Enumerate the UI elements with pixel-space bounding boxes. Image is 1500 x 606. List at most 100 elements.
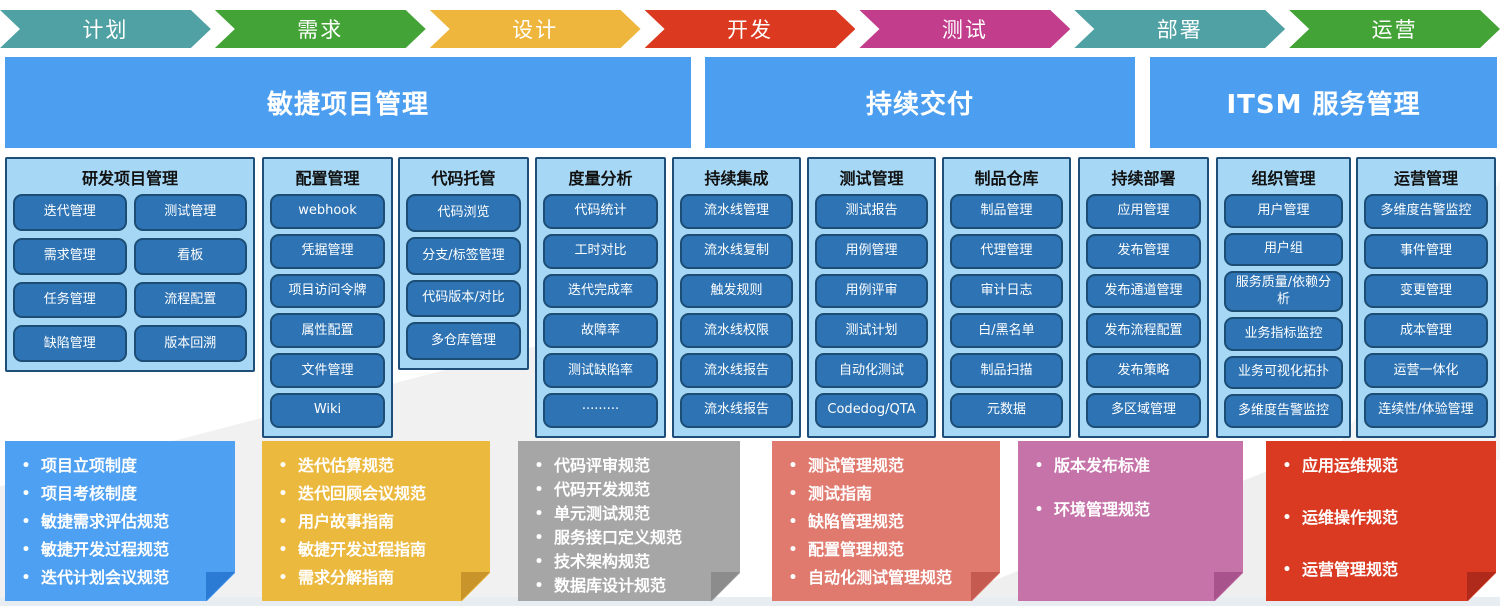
bullet-icon: • <box>21 458 31 474</box>
column-items: 流水线管理流水线复制触发规则流水线权限流水线报告流水线报告 <box>680 194 793 428</box>
bullet-icon: • <box>534 458 544 474</box>
feature-item: 版本回溯 <box>133 325 247 362</box>
sticky-note-2: •迭代估算规范•迭代回顾会议规范•用户故事指南•敏捷开发过程指南•需求分解指南 <box>262 441 490 601</box>
bullet-icon: • <box>534 482 544 498</box>
feature-item: ········· <box>543 393 658 428</box>
note-item-label: 单元测试规范 <box>554 504 651 523</box>
process-flow: 计划需求设计开发测试部署运营 <box>0 10 1500 48</box>
note-item: • 敏捷需求评估规范 <box>11 511 227 533</box>
bullet-icon: • <box>21 542 31 558</box>
feature-item: 用例管理 <box>815 233 928 269</box>
feature-item: 自动化测试 <box>815 353 928 389</box>
note-item: •迭代计划会议规范 <box>11 567 227 589</box>
feature-item: 文件管理 <box>270 353 385 389</box>
bullet-icon: • <box>21 514 31 530</box>
feature-item: 发布流程配置 <box>1086 313 1201 349</box>
section-header-1: 敏捷项目管理 <box>5 57 691 148</box>
note-item-label: 服务接口定义规范 <box>554 528 683 547</box>
feature-item: 看板 <box>133 237 247 275</box>
feature-item: 业务可视化拓扑 <box>1224 355 1343 390</box>
feature-item: 测试管理 <box>133 194 247 231</box>
note-item-label: 版本发布标准 <box>1054 456 1151 475</box>
bullet-icon: • <box>278 570 288 586</box>
feature-item: 迭代完成率 <box>543 273 658 309</box>
note-item: •缺陷管理规范 <box>778 511 992 533</box>
note-item-label: 运营管理规范 <box>1302 560 1399 579</box>
column-items: 应用管理发布管理发布通道管理发布流程配置发布策略多区域管理 <box>1086 194 1201 428</box>
feature-item: 制品扫描 <box>950 353 1063 389</box>
bullet-icon: • <box>788 486 798 502</box>
column-items: 多维度告警监控事件管理变更管理成本管理运营一体化连续性/体验管理 <box>1364 194 1488 428</box>
feature-item: webhook <box>270 194 385 229</box>
column-title: 运营管理 <box>1393 169 1458 188</box>
note-item: •用户故事指南 <box>268 511 482 533</box>
feature-item: 测试计划 <box>815 313 928 349</box>
process-step-label: 运营 <box>1371 18 1418 42</box>
note-item: • 项目考核制度 <box>11 483 227 505</box>
feature-item: 多维度告警监控 <box>1224 394 1343 429</box>
process-step-label: 需求 <box>297 18 344 42</box>
feature-item: 连续性/体验管理 <box>1364 393 1488 428</box>
note-item: •迭代估算规范 <box>268 455 482 477</box>
feature-item: 流水线报告 <box>680 393 793 428</box>
bullet-icon: • <box>1034 458 1044 474</box>
note-item: •运维操作规范 <box>1272 507 1488 529</box>
feature-item: 工时对比 <box>543 233 658 269</box>
note-item: •服务接口定义规范 <box>524 527 732 549</box>
feature-item: 代码浏览 <box>406 194 521 232</box>
note-item: •代码开发规范 <box>524 479 732 501</box>
note-item: •自动化测试管理规范 <box>778 567 992 589</box>
note-item-label: 迭代估算规范 <box>298 456 395 475</box>
note-item: •测试管理规范 <box>778 455 992 477</box>
note-item: •运营管理规范 <box>1272 559 1488 581</box>
note-item: •敏捷开发过程规范 <box>11 539 227 561</box>
section-header-2: 持续交付 <box>705 57 1135 148</box>
feature-item: Codedog/QTA <box>815 393 928 428</box>
feature-item: 代码统计 <box>543 194 658 229</box>
note-item-label: 配置管理规范 <box>808 540 905 559</box>
column-title: 研发项目管理 <box>81 169 178 188</box>
note-item: •数据库设计规范 <box>524 575 732 597</box>
note-item-label: 敏捷开发过程指南 <box>298 540 427 559</box>
column-items: 制品管理代理管理审计日志白/黑名单制品扫描元数据 <box>950 194 1063 428</box>
feature-item: Wiki <box>270 393 385 428</box>
feature-item: 测试缺陷率 <box>543 353 658 389</box>
feature-item: 流水线报告 <box>680 353 793 389</box>
feature-item: 业务指标监控 <box>1224 316 1343 351</box>
feature-item: 迭代管理 <box>13 194 127 231</box>
section-title: 敏捷项目管理 <box>266 90 429 120</box>
feature-item: 白/黑名单 <box>950 313 1063 349</box>
column-title: 组织管理 <box>1251 169 1316 188</box>
feature-item: 分支/标签管理 <box>406 236 521 275</box>
note-item: •迭代回顾会议规范 <box>268 483 482 505</box>
column-items: 代码统计工时对比迭代完成率故障率测试缺陷率 ········· <box>543 194 658 428</box>
sticky-note-6: •应用运维规范•运维操作规范•运营管理规范 <box>1266 441 1496 601</box>
process-step-3: 设计 <box>430 10 641 48</box>
process-step-5: 测试 <box>859 10 1070 48</box>
note-item-label: 迭代回顾会议规范 <box>298 484 427 503</box>
feature-item: 项目访问令牌 <box>270 273 385 309</box>
feature-item: 故障率 <box>543 313 658 349</box>
note-item-label: 敏捷需求评估规范 <box>41 512 170 531</box>
note-item-label: 测试管理规范 <box>808 456 905 475</box>
feature-item: 运营一体化 <box>1364 353 1488 389</box>
note-item-label: 缺陷管理规范 <box>808 512 905 531</box>
feature-item: 服务质量/依赖分析 <box>1224 271 1343 312</box>
column-items: 用户管理用户组服务质量/依赖分析业务指标监控业务可视化拓扑多维度告警监控 <box>1224 194 1343 429</box>
sticky-note-4: •测试管理规范•测试指南•缺陷管理规范•配置管理规范•自动化测试管理规范 <box>772 441 1000 601</box>
feature-item: 应用管理 <box>1086 194 1201 229</box>
bullet-icon: • <box>788 570 798 586</box>
feature-item: 审计日志 <box>950 273 1063 309</box>
note-item: •技术架构规范 <box>524 551 732 573</box>
category-column-7: 制品仓库制品管理代理管理审计日志白/黑名单制品扫描元数据 <box>942 157 1071 438</box>
bullet-icon: • <box>21 486 31 502</box>
bullet-icon: • <box>1282 458 1292 474</box>
note-item-label: 项目考核制度 <box>41 484 138 503</box>
feature-item: 用户组 <box>1224 232 1343 267</box>
process-step-label: 部署 <box>1156 18 1203 42</box>
